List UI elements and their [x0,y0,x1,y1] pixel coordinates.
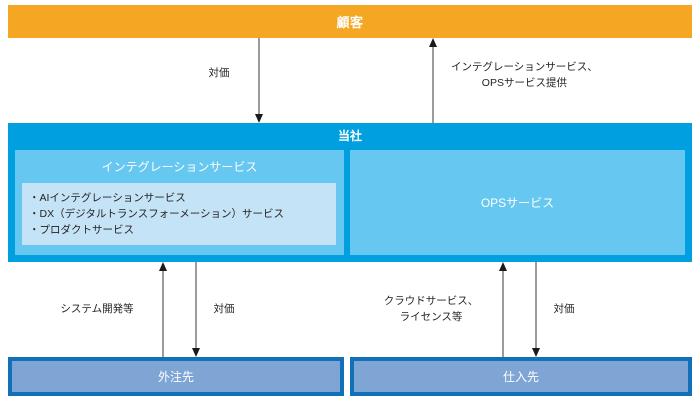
partner-box-outsource: 外注先 [8,357,344,396]
partner-inner: 仕入先 [354,361,688,392]
partner-outsource-label: 外注先 [157,370,194,384]
partner-box-supplier: 仕入先 [350,357,692,396]
company-label: 当社 [337,129,362,143]
partner-inner: 外注先 [12,361,340,392]
flow-label-supplier-payment: 対価 [553,303,575,315]
flow-label-customer-services-line2: OPSサービス提供 [481,77,567,89]
arrow-line [502,270,503,357]
flow-label-customer-services: インテグレーションサービス、 OPSサービス提供 [451,59,598,91]
customer-bar: 顧客 [8,5,692,38]
arrow-outsource-payment [190,262,201,357]
arrow-head-down [254,114,263,123]
arrow-supplier-payment [530,262,541,357]
arrow-line [535,262,536,349]
arrow-customer-payment [253,38,264,123]
list-item: ・DX（デジタルトランスフォーメーション）サービス [29,208,285,220]
arrow-line [432,46,433,123]
list-item: ・プロダクトサービス [29,224,134,236]
arrow-head-up [158,262,167,271]
list-item: ・AIインテグレーションサービス [29,192,186,204]
arrow-outsource-development [157,262,168,357]
panel-ops-service: OPSサービス [350,150,685,255]
flow-label-outsource-payment: 対価 [213,303,235,315]
panel-integration-heading: インテグレーションサービス [101,160,258,174]
flow-label-supplier-cloud-line2: ライセンス等 [399,311,463,323]
flow-label-outsource-development: システム開発等 [60,303,134,315]
arrow-line [162,270,163,357]
partner-supplier-label: 仕入先 [502,370,539,384]
arrow-head-down [531,348,540,357]
integration-service-list: ・AIインテグレーションサービス ・DX（デジタルトランスフォーメーション）サー… [22,183,336,245]
arrow-head-up [498,262,507,271]
company-box: 当社 インテグレーションサービス ・AIインテグレーションサービス ・DX（デジ… [8,123,692,262]
flow-label-supplier-cloud-line1: クラウドサービス、 [383,295,479,307]
arrow-customer-services [427,38,438,123]
panel-ops-heading: OPSサービス [480,196,555,210]
arrow-line [258,38,259,115]
panel-integration-service: インテグレーションサービス ・AIインテグレーションサービス ・DX（デジタルト… [15,150,344,255]
flow-label-customer-services-line1: インテグレーションサービス、 [451,61,598,73]
customer-label: 顧客 [336,15,364,30]
arrow-head-down [191,348,200,357]
flow-label-customer-payment: 対価 [208,67,230,79]
arrow-head-up [428,38,437,47]
flow-label-supplier-cloud: クラウドサービス、 ライセンス等 [371,293,491,325]
arrow-supplier-cloud [497,262,508,357]
arrow-line [195,262,196,349]
